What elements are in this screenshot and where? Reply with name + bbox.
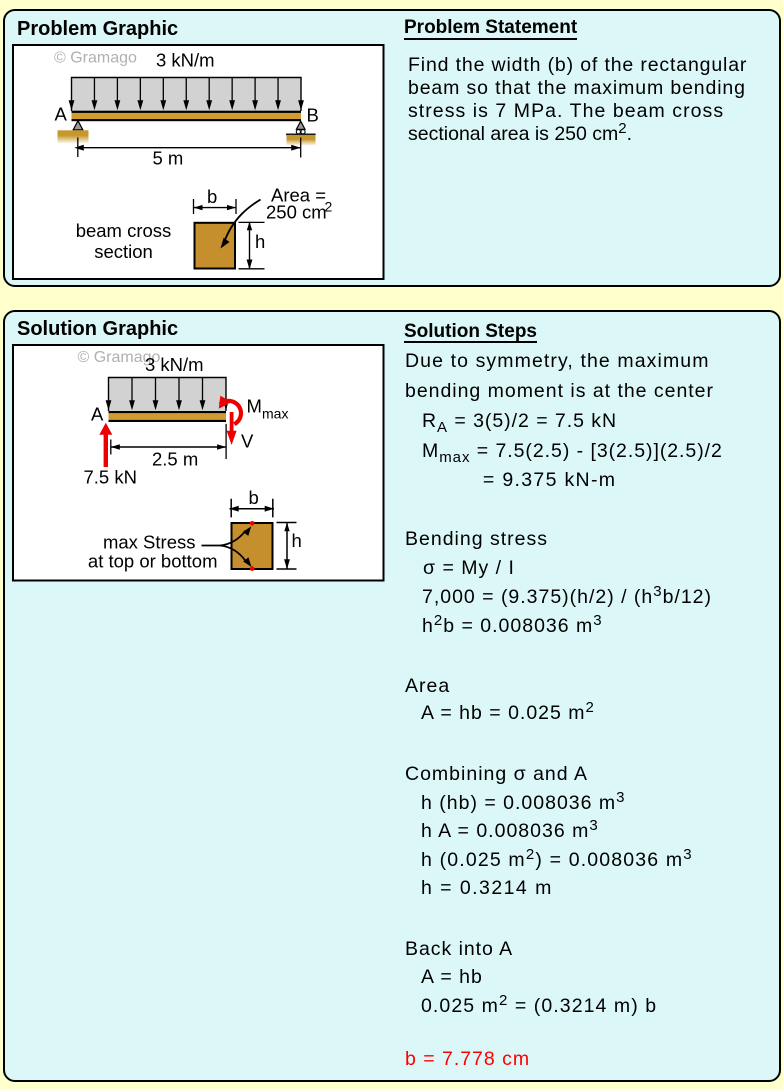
svg-text:© Gramago: © Gramago bbox=[78, 349, 161, 366]
svg-text:Area =: Area = bbox=[271, 184, 326, 205]
svg-text:© Gramago: © Gramago bbox=[54, 49, 137, 66]
svg-text:at top or bottom: at top or bottom bbox=[88, 551, 218, 572]
svg-text:B: B bbox=[307, 104, 319, 125]
svg-text:A: A bbox=[91, 404, 104, 425]
svg-text:M: M bbox=[247, 396, 262, 417]
svg-text:2: 2 bbox=[325, 198, 333, 214]
svg-text:2.5 m: 2.5 m bbox=[152, 449, 198, 470]
svg-text:b: b bbox=[249, 487, 259, 508]
svg-text:max: max bbox=[262, 406, 288, 422]
svg-text:A: A bbox=[55, 103, 68, 124]
svg-text:5 m: 5 m bbox=[153, 147, 184, 168]
svg-text:3 kN/m: 3 kN/m bbox=[156, 49, 215, 70]
svg-text:3 kN/m: 3 kN/m bbox=[145, 354, 204, 375]
svg-text:h: h bbox=[292, 530, 302, 551]
svg-text:7.5 kN: 7.5 kN bbox=[84, 467, 137, 488]
svg-text:beam cross: beam cross bbox=[76, 220, 172, 241]
svg-text:h: h bbox=[255, 231, 265, 252]
svg-text:b: b bbox=[207, 186, 217, 207]
svg-text:section: section bbox=[94, 241, 153, 262]
svg-text:max Stress: max Stress bbox=[103, 532, 196, 553]
svg-text:V: V bbox=[241, 431, 254, 452]
svg-text:250 cm: 250 cm bbox=[266, 201, 327, 222]
